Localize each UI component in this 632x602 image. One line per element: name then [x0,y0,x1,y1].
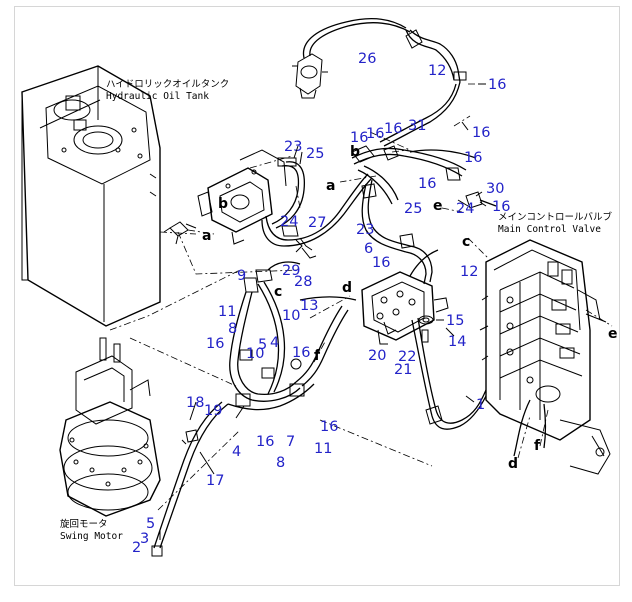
part-number: 29 [282,263,300,279]
part-number: 21 [394,362,412,378]
connection-letter-a: a [202,228,211,244]
part-number: 16 [472,125,490,141]
part-number: 30 [486,181,504,197]
connection-letter-a: a [326,178,335,194]
part-number: 12 [428,63,446,79]
part-number: 16 [292,345,310,361]
part-number: 19 [204,403,222,419]
connection-letters: a b b a e c c d f e d f [202,144,618,472]
tank-caption-en: Hydraulic Oil Tank [106,91,209,102]
part-number: 16 [464,150,482,166]
pilot-line-to-c [267,239,357,301]
part-number: 11 [314,441,332,457]
connection-letter-d: d [508,456,518,472]
connection-letter-c: c [274,284,282,300]
part-number: 16 [488,77,506,93]
part-number: 16 [206,336,224,352]
connection-letter-b: b [350,144,360,160]
part-number: 26 [358,51,376,67]
connection-letter-c: c [462,234,470,250]
part-number: 16 [366,126,384,142]
part-number: 6 [364,241,373,257]
part-number: 23 [284,139,302,155]
part-number: 11 [218,304,236,320]
part-number: 16 [372,255,390,271]
swing-motor [59,337,161,517]
motor-caption-jp: 旋回モータ [60,518,108,530]
center-loop-hoses [227,269,349,419]
connection-letter-f: f [534,438,541,454]
part-number: 16 [256,434,274,450]
valve-caption-en: Main Control Valve [498,224,601,235]
part-number: 25 [306,146,324,162]
main-control-valve [479,239,611,475]
part-number: 15 [446,313,464,329]
part-number: 10 [282,308,300,324]
pump-return-hoses [261,173,373,259]
connection-letter-b: b [218,196,228,212]
hydraulic-oil-tank [21,65,161,327]
motor-caption-en: Swing Motor [60,531,123,542]
part-number: 22 [398,349,416,365]
part-number: 16 [384,121,402,137]
reference-lines [109,83,613,511]
tank-caption-jp: ハイドロリックオイルタンク [106,79,229,90]
swing-motor-hoses [151,401,229,557]
pilot-pump-assembly [197,149,306,245]
part-number: 24 [280,214,298,230]
part-number: 4 [232,444,241,460]
callout-leaders [159,83,487,540]
part-number: 3 [140,531,149,547]
part-number: 10 [246,346,264,362]
part-number: 25 [404,201,422,217]
part-number: 16 [418,176,436,192]
part-number: 5 [258,337,267,353]
upper-fitting-assembly [292,17,467,147]
part-number: 31 [408,118,426,134]
tank-port-fitting [163,221,197,245]
connection-letter-e: e [608,326,618,342]
center-manifold-hoses [351,145,497,285]
part-number: 7 [286,434,295,450]
washer-bolt-parts [418,315,434,343]
part-number: 17 [206,473,224,489]
connection-letter-d: d [342,280,352,296]
part-number: 1 [476,397,485,413]
part-number: 24 [456,201,474,217]
part-number: 20 [368,348,386,364]
part-number: 13 [300,298,318,314]
connection-letter-f: f [314,348,321,364]
part-number: 14 [448,334,466,350]
part-number: 4 [270,335,279,351]
part-number: 23 [356,222,374,238]
part-number: 27 [308,215,326,231]
part-number: 8 [228,321,237,337]
part-number: 28 [294,274,312,290]
part-number: 5 [146,516,155,532]
part-number: 8 [276,455,285,471]
mcv-feed-hose [411,317,487,430]
part-number: 16 [350,130,368,146]
part-number: 2 [132,540,141,556]
part-number-callouts: 26 12 16 16 23 25 16 16 16 31 16 16 30 2… [132,51,510,556]
connection-letter-e: e [433,198,443,214]
part-number: 12 [460,264,478,280]
part-number: 16 [492,199,510,215]
part-number: 9 [237,268,246,284]
part-number: 16 [320,419,338,435]
valve-caption-jp: メインコントロールバルブ [498,211,613,223]
